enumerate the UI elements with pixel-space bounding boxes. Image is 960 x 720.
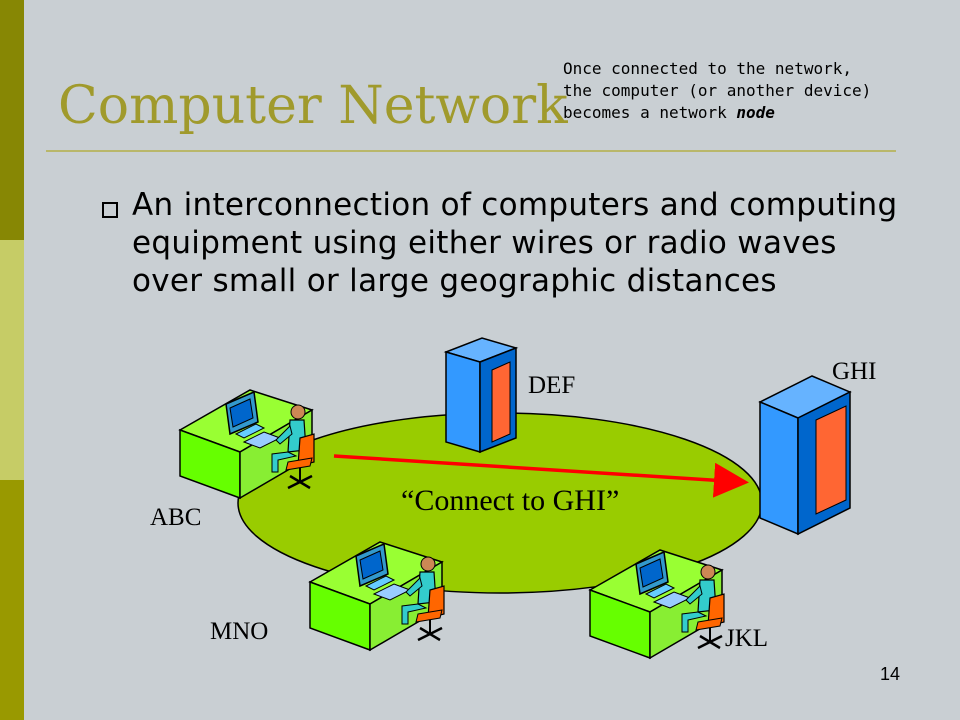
note-line-3: becomes a network node: [563, 102, 943, 124]
node-label-def: DEF: [528, 372, 576, 399]
note-line-2: the computer (or another device): [563, 81, 872, 100]
title-divider: [46, 150, 896, 152]
note-line-1: Once connected to the network,: [563, 59, 852, 78]
page-number: 14: [880, 664, 901, 684]
node-label-mno: MNO: [210, 618, 269, 645]
note-emphasis: node: [736, 103, 775, 122]
bullet-text: An interconnection of computers and comp…: [132, 187, 898, 299]
node-note: Once connected to the network, the compu…: [563, 58, 943, 124]
bullet-marker: [102, 202, 118, 218]
accent-bar-top: [0, 0, 24, 240]
accent-bar-middle: [0, 240, 24, 480]
slide-title: Computer Network: [58, 76, 568, 136]
node-label-jkl: JKL: [725, 625, 769, 652]
accent-bar-bottom: [0, 480, 24, 720]
node-label-abc: ABC: [150, 504, 202, 531]
connect-label: “Connect to GHI”: [401, 484, 620, 517]
connection-arrow: [333, 454, 749, 498]
server-ghi: [758, 375, 852, 536]
node-label-ghi: GHI: [832, 358, 877, 385]
server-def: [443, 337, 519, 454]
note-line-3-text: becomes a network: [563, 103, 737, 122]
